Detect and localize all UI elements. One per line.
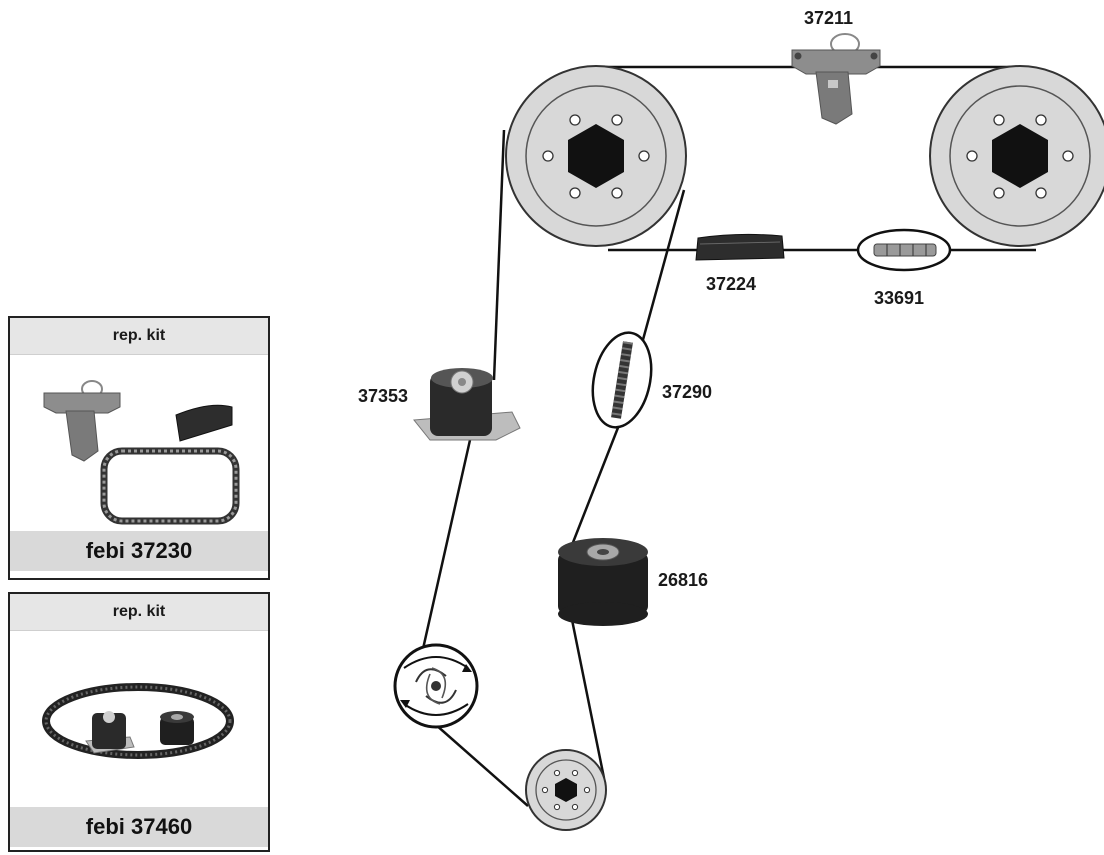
repair-kit-image-chain	[10, 355, 268, 531]
kit-timing-chain-icon	[100, 447, 240, 525]
repair-kit-box-chain: rep. kit febi 37230	[8, 316, 270, 580]
chain-tensioner-part	[791, 33, 881, 125]
repair-kit-header: rep. kit	[10, 318, 268, 355]
repair-kit-image-belt	[10, 631, 268, 807]
idler-pulley-part	[558, 538, 648, 626]
timing-belt-part	[591, 331, 653, 429]
timing-chain-part	[856, 228, 952, 272]
repair-kit-box-belt: rep. kit febi 37460	[8, 592, 270, 852]
part-number-timing-chain: 33691	[874, 288, 924, 308]
part-number-chain-tensioner: 37211	[804, 8, 853, 28]
kit-idler-pulley-icon	[160, 711, 194, 745]
hex-hub-icon	[992, 124, 1048, 188]
repair-kit-label: febi 37230	[10, 531, 268, 571]
part-number-belt-tensioner: 37353	[358, 386, 408, 406]
kit-chain-tensioner-icon	[43, 380, 121, 462]
repair-kit-header: rep. kit	[10, 594, 268, 631]
repair-kit-label: febi 37460	[10, 807, 268, 847]
camshaft-sprocket-right	[929, 65, 1104, 247]
kit-belt-tensioner-icon	[85, 711, 135, 754]
chain-guide-part	[695, 233, 785, 261]
part-number-timing-belt: 37290	[662, 382, 712, 402]
water-pump-icon	[393, 643, 479, 729]
camshaft-sprocket-left	[505, 65, 687, 247]
hex-hub-icon	[555, 778, 577, 802]
hex-hub-icon	[568, 124, 624, 188]
kit-chain-guide-icon	[175, 404, 233, 442]
kit-timing-belt-icon	[42, 683, 234, 759]
part-number-idler-pulley: 26816	[658, 570, 708, 590]
part-number-chain-guide: 37224	[706, 274, 756, 294]
belt-tensioner-part	[413, 368, 521, 441]
crankshaft-sprocket	[525, 749, 607, 831]
